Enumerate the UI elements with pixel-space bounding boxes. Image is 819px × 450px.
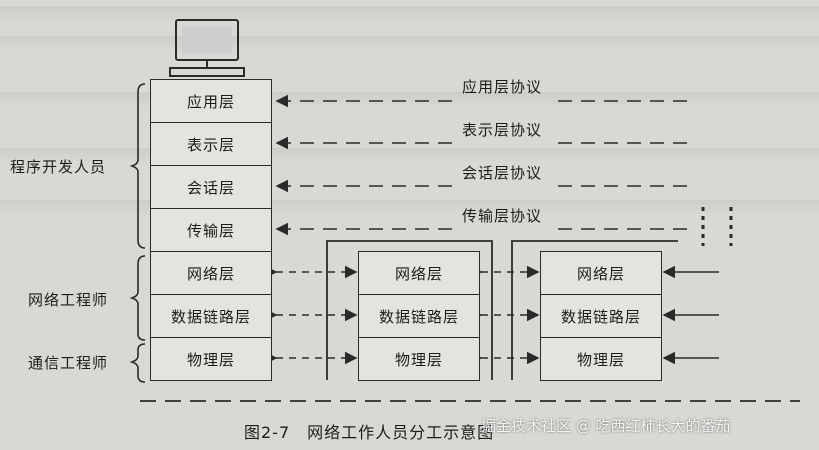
incoming-arrows <box>662 265 719 365</box>
mid-layer-datalink: 数据链路层 <box>358 294 480 338</box>
right-layer-network: 网络层 <box>540 251 662 295</box>
left-layer-transport: 传输层 <box>150 208 272 252</box>
protocol-label-transport: 传输层协议 <box>462 207 543 225</box>
continuation-dots <box>701 207 733 246</box>
right-layer-datalink: 数据链路层 <box>540 294 662 338</box>
computer-icon <box>169 19 245 77</box>
left-layer-application: 应用层 <box>150 79 272 123</box>
role-comm-engineer: 通信工程师 <box>28 354 109 372</box>
mid-layer-physical: 物理层 <box>358 337 480 381</box>
role-developer: 程序开发人员 <box>10 158 107 176</box>
protocol-label-application: 应用层协议 <box>462 78 543 96</box>
node-arrows <box>264 265 540 365</box>
left-layer-datalink: 数据链路层 <box>150 294 272 338</box>
figure-caption: 图2-7 网络工作人员分工示意图 <box>244 423 495 442</box>
protocol-label-session: 会话层协议 <box>462 164 543 182</box>
role-network-engineer: 网络工程师 <box>28 291 109 309</box>
page-texture <box>0 6 819 20</box>
role-braces <box>129 83 146 383</box>
protocol-label-presentation: 表示层协议 <box>462 121 543 139</box>
left-layer-presentation: 表示层 <box>150 122 272 166</box>
mid-layer-network: 网络层 <box>358 251 480 295</box>
protocol-arrows <box>275 94 690 236</box>
left-layer-session: 会话层 <box>150 165 272 209</box>
left-layer-physical: 物理层 <box>150 337 272 381</box>
left-layer-network: 网络层 <box>150 251 272 295</box>
right-layer-physical: 物理层 <box>540 337 662 381</box>
watermark-text: 掘金技术社区 @ 吃西红柿长大的番茄 <box>481 417 731 435</box>
